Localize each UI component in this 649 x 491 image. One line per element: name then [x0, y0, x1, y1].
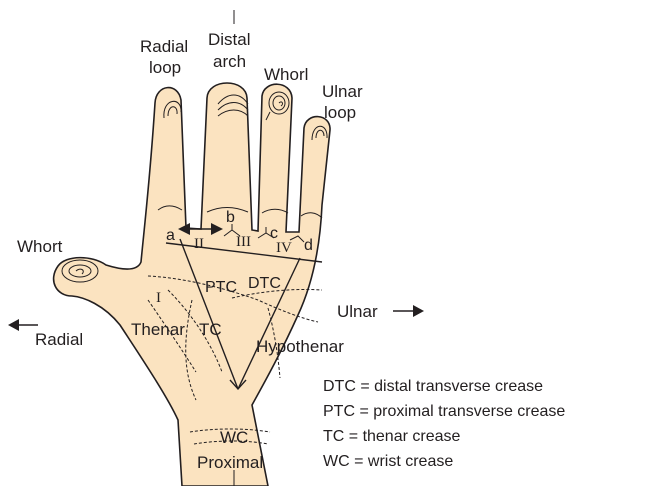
radial-loop-label-2: loop — [149, 58, 181, 77]
legend-item: DTC = distal transverse crease — [323, 378, 543, 395]
hand-outline — [54, 83, 330, 486]
wc-label: WC — [220, 428, 248, 447]
hypothenar-label: Hypothenar — [256, 337, 344, 356]
thenar-label: Thenar — [131, 320, 185, 339]
tc-label: TC — [199, 320, 222, 339]
legend-item: TC = thenar crease — [323, 428, 461, 445]
ulnar-arrow-head — [413, 305, 424, 317]
triradius-b-label: b — [226, 209, 235, 226]
proximal-label: Proximal — [197, 453, 263, 472]
thenar-i-label: I — [156, 290, 161, 306]
distal-arch-label-2: arch — [213, 52, 246, 71]
radial-arrow-head — [8, 319, 19, 331]
radial-loop-label-1: Radial — [140, 37, 188, 56]
radial-direction-label: Radial — [35, 330, 83, 349]
triradius-d-label: d — [304, 237, 313, 254]
distal-arch-label-1: Distal — [208, 30, 251, 49]
ulnar-loop-label-1: Ulnar — [322, 82, 363, 101]
triradius-a-label: a — [166, 227, 175, 244]
interdigital-ii-label: II — [194, 236, 204, 252]
ulnar-loop-label-2: loop — [324, 103, 356, 122]
dtc-label: DTC — [248, 275, 281, 292]
thumb-whorl-label: Whort — [17, 237, 63, 256]
interdigital-iii-label: III — [236, 234, 251, 250]
ulnar-direction-label: Ulnar — [337, 302, 378, 321]
legend-item: WC = wrist crease — [323, 453, 453, 470]
legend-item: PTC = proximal transverse crease — [323, 403, 565, 420]
legend: DTC = distal transverse crease PTC = pro… — [323, 378, 565, 470]
interdigital-iv-label: IV — [276, 240, 292, 256]
whorl-label: Whorl — [264, 65, 308, 84]
ptc-label: PTC — [205, 279, 237, 296]
